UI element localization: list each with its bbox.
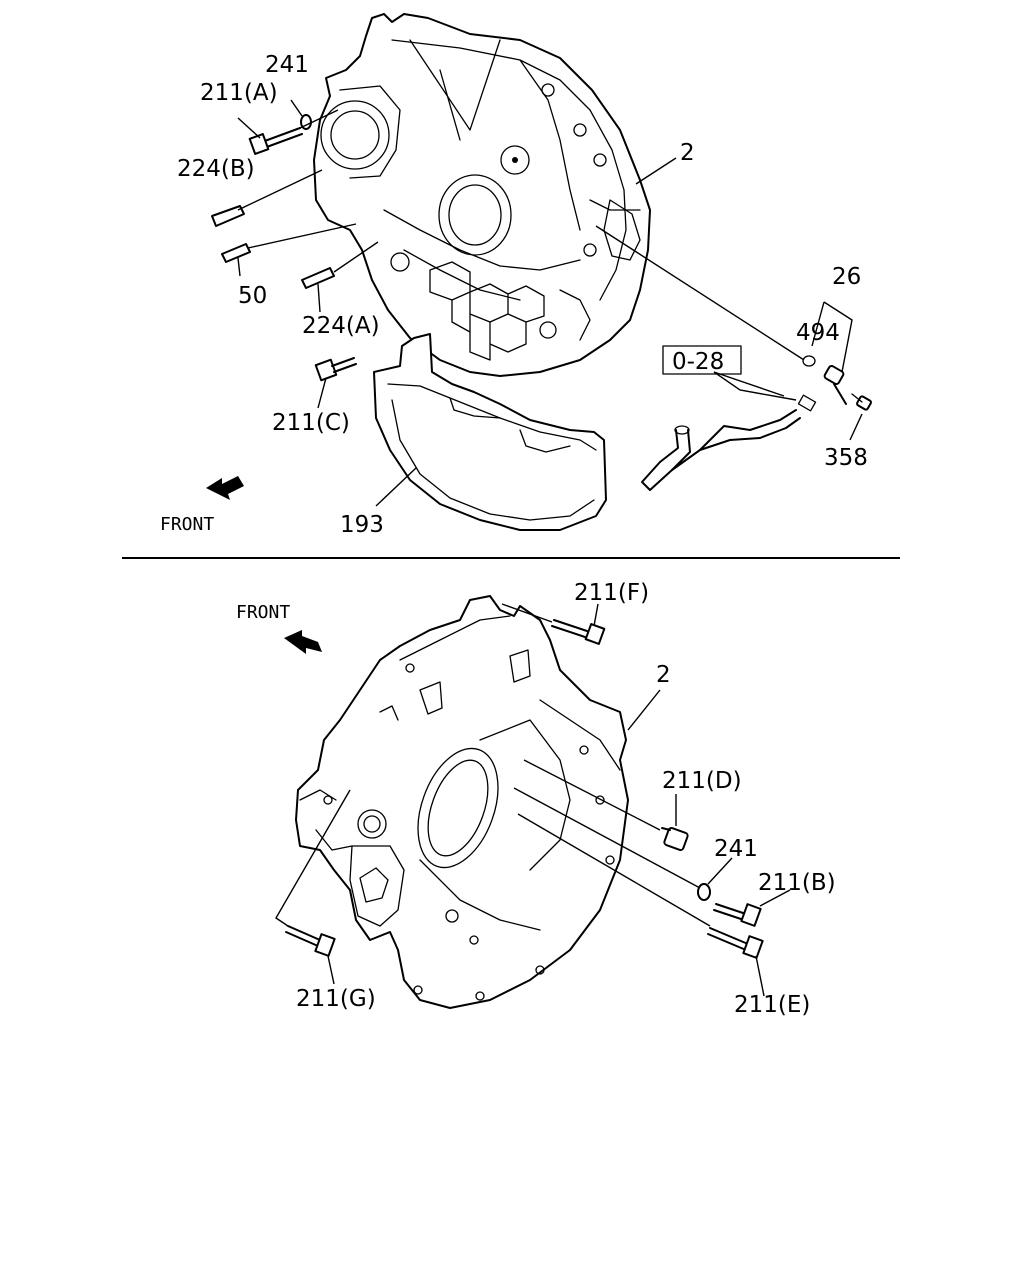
label-494: 494 (796, 320, 840, 346)
stud-224a (301, 267, 335, 289)
washer-241-bottom (697, 883, 711, 901)
label-0-28: 0-28 (672, 349, 724, 375)
bottom-assembly-view: 211(F) 2 211(D) 241 211(B) 211(E) 211(G)… (236, 580, 836, 1018)
label-2-bottom: 2 (656, 662, 671, 688)
bolt-211e (707, 927, 764, 959)
bolt-211g (285, 925, 336, 957)
label-211g: 211(G) (296, 986, 376, 1012)
bolt-211d (661, 826, 689, 852)
front-arrow-icon (206, 476, 244, 500)
label-193: 193 (340, 512, 384, 538)
leader-lines-top (237, 99, 863, 507)
label-211e: 211(E) (734, 992, 810, 1018)
flywheel-housing-bottom (295, 595, 629, 1009)
fitting-26 (802, 355, 872, 411)
label-211c: 211(C) (272, 410, 350, 436)
bolt-211c (314, 357, 357, 382)
label-358: 358 (824, 445, 868, 471)
label-224b: 224(B) (177, 156, 255, 182)
front-label-bottom: FRONT (236, 602, 290, 623)
label-211f: 211(F) (574, 580, 649, 606)
washer-241-top (300, 114, 312, 130)
front-label-top: FRONT (160, 514, 214, 535)
ref-box-0-28 (662, 345, 742, 375)
hose-0-28 (641, 394, 817, 491)
bolt-211b (713, 903, 762, 927)
label-224a: 224(A) (302, 313, 380, 339)
label-211a-top: 211(A) (200, 80, 278, 106)
stud-50 (221, 243, 251, 263)
bolt-211f (551, 619, 606, 645)
bolt-211a-top (248, 127, 303, 155)
label-2-top: 2 (680, 140, 695, 166)
label-211b: 211(B) (758, 870, 836, 896)
leader-lines-bottom (275, 603, 791, 997)
label-26: 26 (832, 264, 861, 290)
front-arrow-icon-bottom (284, 630, 322, 654)
top-assembly-view: 241 211(A) 224(B) 50 224(A) 211(C) 193 2… (160, 13, 872, 538)
label-241-top: 241 (265, 52, 309, 78)
label-50: 50 (238, 283, 267, 309)
housing-cover-193 (373, 333, 607, 531)
stud-224b (211, 205, 245, 227)
flywheel-housing-top (313, 13, 651, 377)
label-241-bottom: 241 (714, 836, 758, 862)
label-211d: 211(D) (662, 768, 742, 794)
